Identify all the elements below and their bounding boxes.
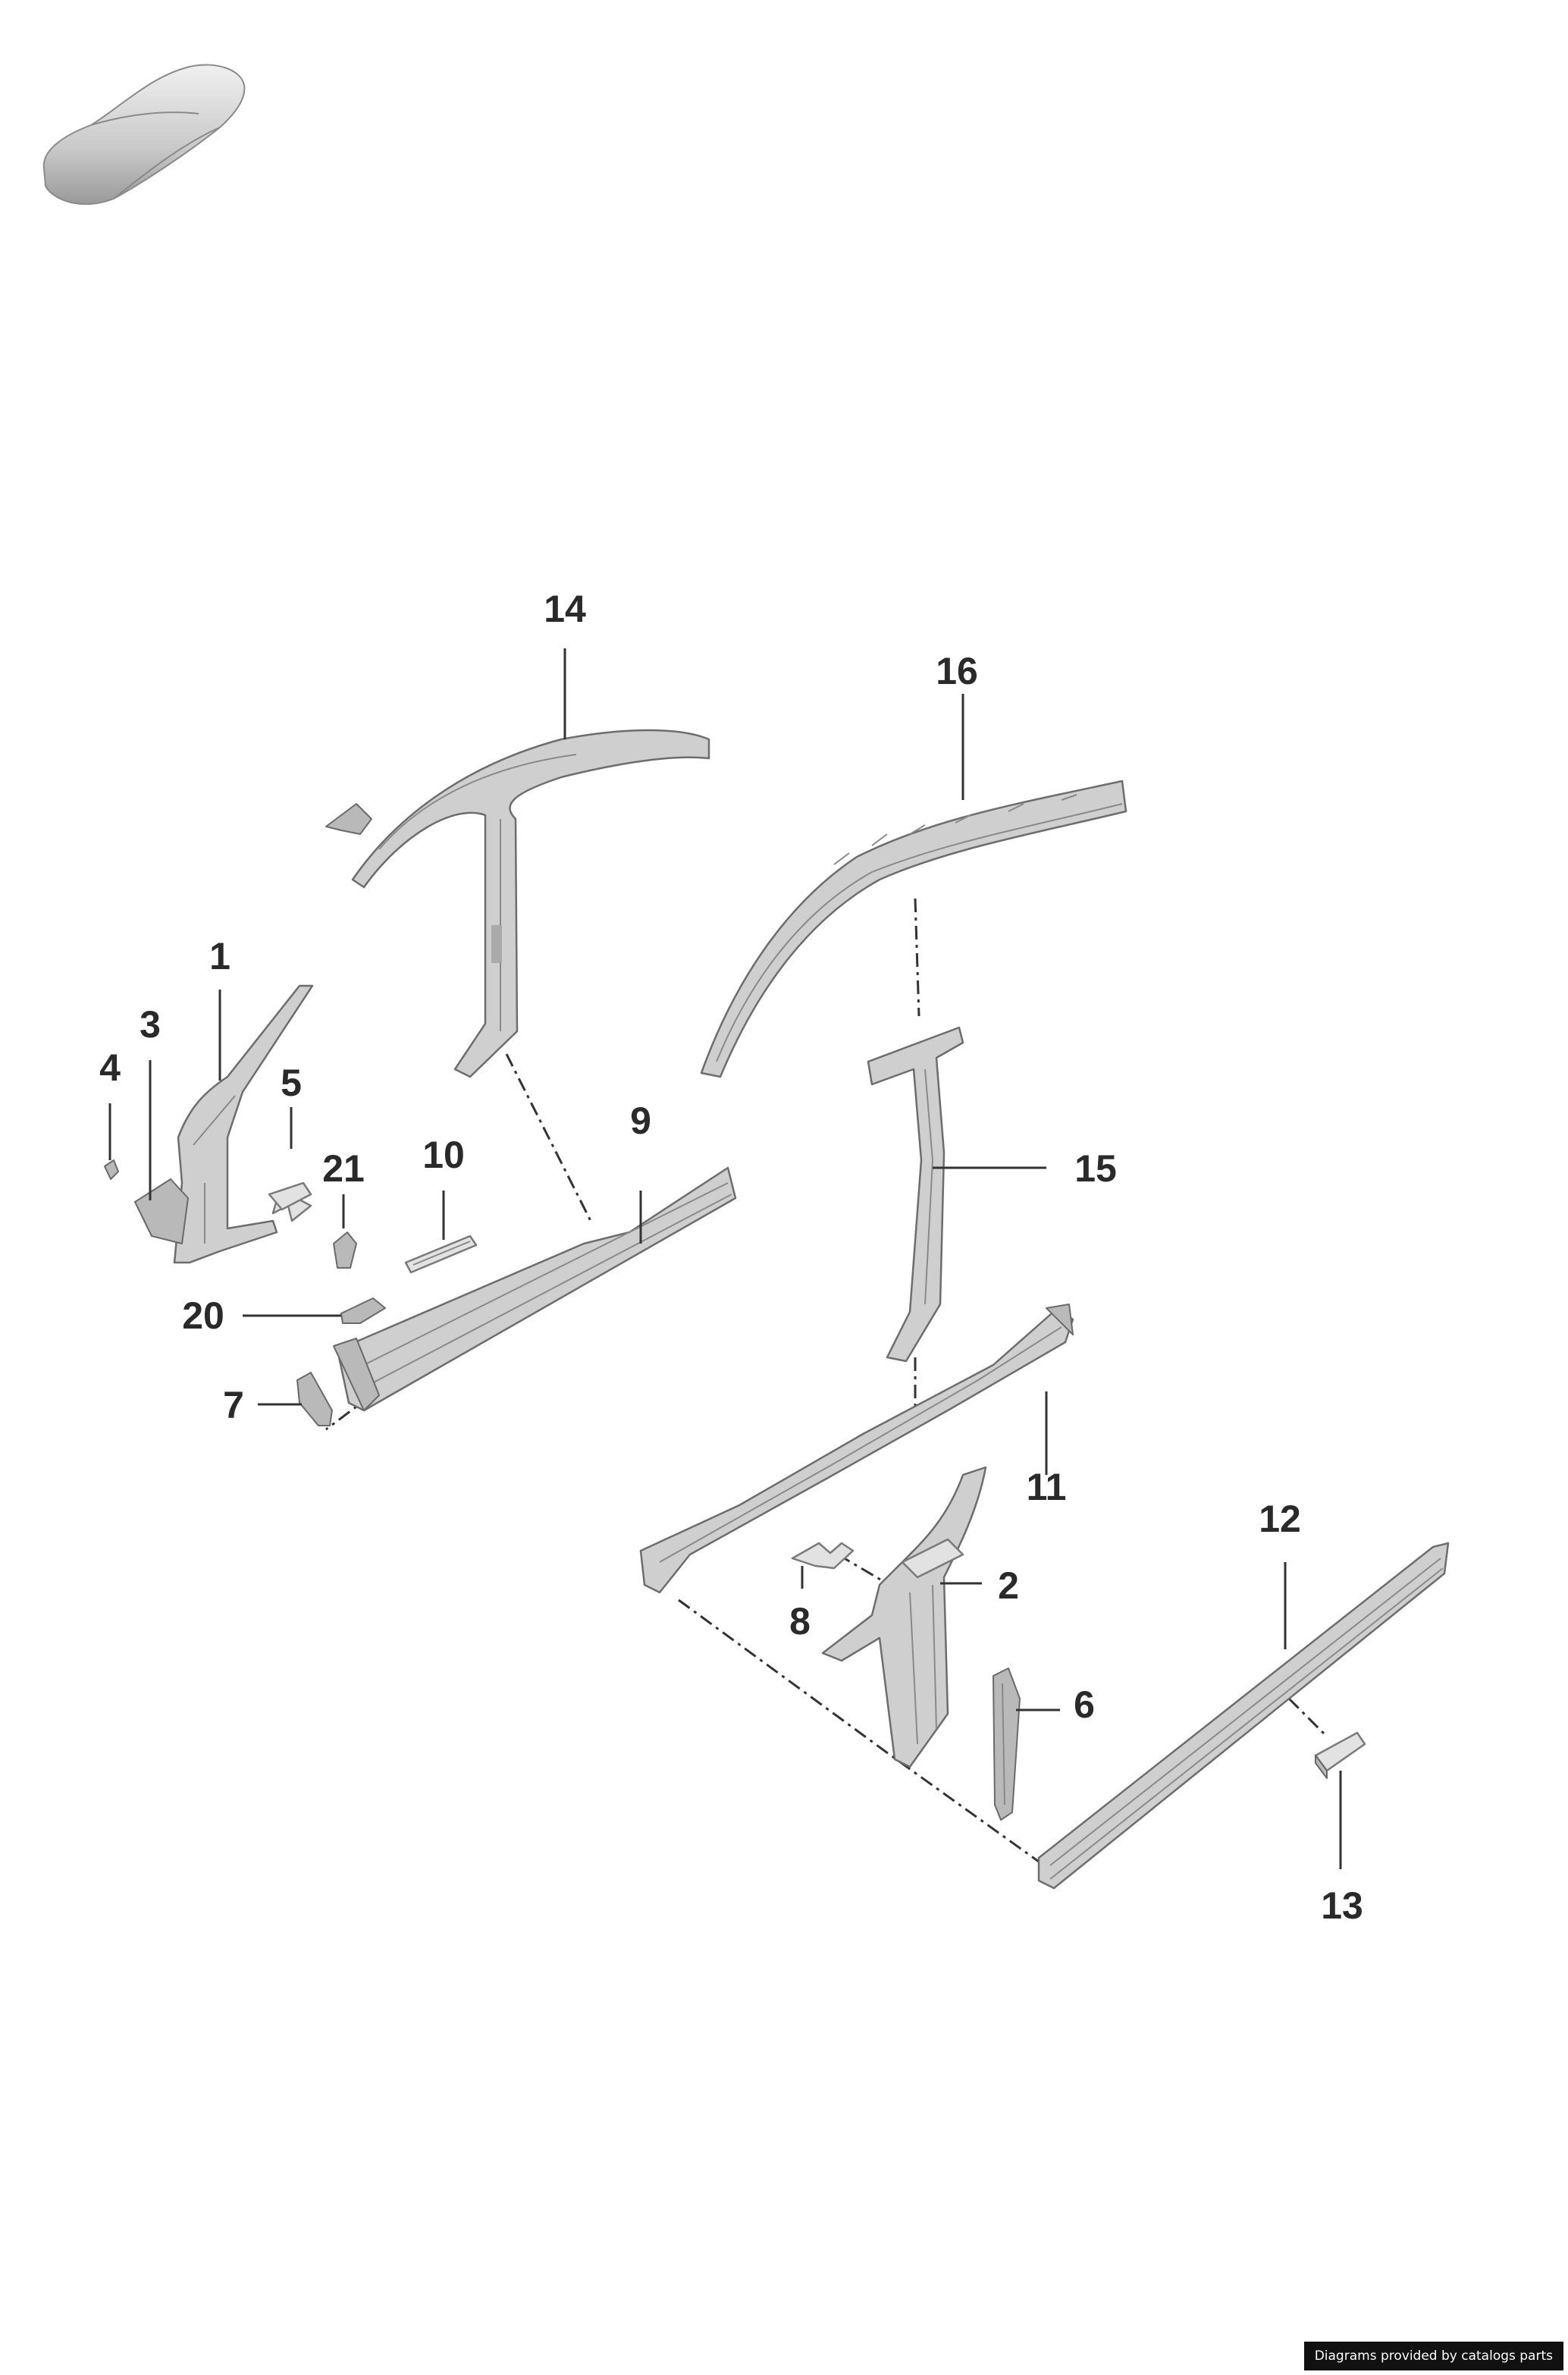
part-8-bracket xyxy=(791,1542,855,1570)
callout-7: 7 xyxy=(223,1384,244,1426)
part-6-reinforcement xyxy=(993,1668,1021,1821)
callout-16: 16 xyxy=(936,650,978,692)
part-12-rear-sill xyxy=(1037,1542,1450,1890)
callout-14: 14 xyxy=(544,588,586,630)
callout-21: 21 xyxy=(322,1147,365,1190)
part-7-end-bracket xyxy=(296,1372,333,1426)
diagram-credit[interactable]: Diagrams provided by catalogs parts xyxy=(1303,2342,1563,2370)
part-15-b-pillar xyxy=(867,1026,964,1363)
callout-1: 1 xyxy=(209,935,230,977)
callout-13: 13 xyxy=(1321,1884,1363,1927)
callout-8: 8 xyxy=(789,1600,811,1642)
callout-20: 20 xyxy=(182,1294,224,1337)
callouts: 14 16 1 3 4 5 21 10 9 15 20 7 11 12 2 8 … xyxy=(99,588,1363,1927)
callout-9: 9 xyxy=(630,1100,651,1142)
car-silhouette-icon xyxy=(42,64,246,205)
part-9-sill xyxy=(333,1166,737,1412)
part-11-lower-sill xyxy=(639,1304,1074,1594)
part-20-panel xyxy=(340,1297,386,1324)
part-4-clip xyxy=(104,1159,119,1180)
part-5-bracket xyxy=(268,1181,312,1222)
callout-6: 6 xyxy=(1074,1683,1095,1726)
part-1-a-pillar xyxy=(134,984,314,1264)
callout-12: 12 xyxy=(1259,1498,1301,1540)
callout-10: 10 xyxy=(422,1134,465,1176)
part-16-roof-rail xyxy=(700,780,1127,1078)
part-10-reinforcement-strip xyxy=(404,1235,478,1274)
part-13-block xyxy=(1314,1731,1366,1779)
callout-2: 2 xyxy=(998,1564,1019,1607)
part-2-pillar-base xyxy=(821,1466,987,1768)
callout-15: 15 xyxy=(1074,1147,1117,1190)
part-21-bracket xyxy=(333,1231,357,1269)
callout-3: 3 xyxy=(140,1003,161,1046)
leader-lines xyxy=(108,648,1342,1869)
part-14-roof-rail-b-pillar xyxy=(325,729,710,1078)
callout-4: 4 xyxy=(99,1046,121,1089)
callout-5: 5 xyxy=(281,1062,302,1104)
callout-11: 11 xyxy=(1027,1466,1067,1508)
